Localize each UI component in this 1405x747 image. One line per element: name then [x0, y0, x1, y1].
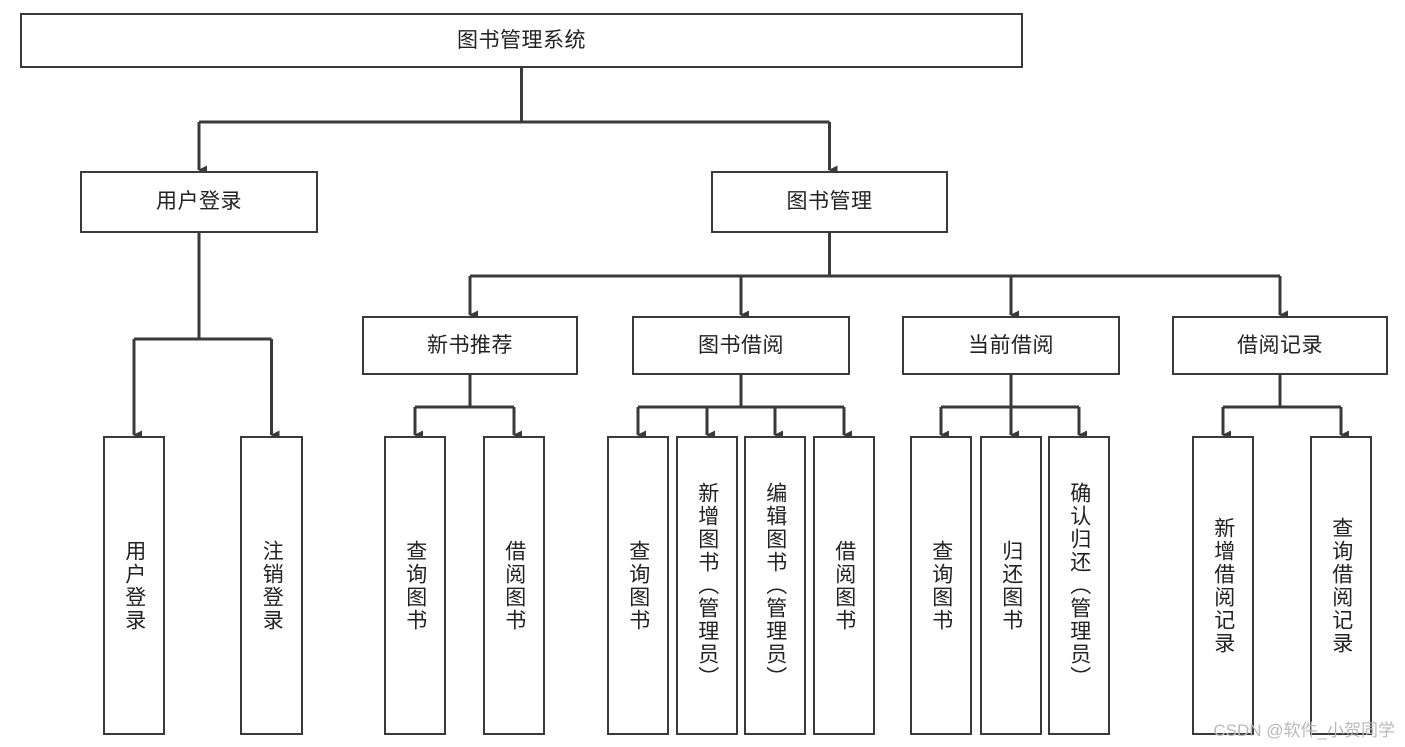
node-leaf-add-book[interactable]: 新增图书（管理员） — [676, 436, 738, 735]
node-leaf-query-book-1[interactable]: 查询图书 — [384, 436, 446, 735]
edge-group — [132, 68, 1349, 440]
node-book-manage[interactable]: 图书管理 — [711, 171, 948, 233]
node-book-borrow[interactable]: 图书借阅 — [632, 316, 850, 375]
node-leaf-user-login[interactable]: 用户登录 — [103, 436, 165, 735]
node-label-root: 图书管理系统 — [457, 28, 586, 52]
node-label-leaf-query-book-2: 查询图书 — [626, 539, 650, 632]
node-label-leaf-borrow-book-2: 借阅图书 — [832, 539, 856, 632]
watermark: CSDN @软件_小贺同学 — [1213, 721, 1395, 740]
node-label-leaf-edit-book: 编辑图书（管理员） — [763, 482, 787, 689]
node-leaf-confirm-return[interactable]: 确认归还（管理员） — [1048, 436, 1110, 735]
node-label-borrow-record: 借阅记录 — [1237, 333, 1323, 357]
node-label-leaf-add-book: 新增图书（管理员） — [695, 482, 719, 689]
node-current-borrow[interactable]: 当前借阅 — [902, 316, 1120, 375]
node-label-book-borrow: 图书借阅 — [698, 333, 784, 357]
node-leaf-return-book[interactable]: 归还图书 — [980, 436, 1042, 735]
node-label-leaf-return-book: 归还图书 — [999, 539, 1023, 632]
node-borrow-record[interactable]: 借阅记录 — [1172, 316, 1388, 375]
node-label-leaf-borrow-book-1: 借阅图书 — [502, 539, 526, 632]
node-leaf-add-record[interactable]: 新增借阅记录 — [1192, 436, 1254, 735]
node-label-leaf-query-record: 查询借阅记录 — [1329, 516, 1353, 655]
node-leaf-query-record[interactable]: 查询借阅记录 — [1310, 436, 1372, 735]
node-label-leaf-user-login: 用户登录 — [122, 539, 146, 632]
node-label-new-book-recommend: 新书推荐 — [427, 333, 513, 357]
node-label-leaf-logout: 注销登录 — [260, 539, 284, 632]
node-label-leaf-add-record: 新增借阅记录 — [1211, 516, 1235, 655]
node-user-login[interactable]: 用户登录 — [80, 171, 318, 233]
node-label-book-manage: 图书管理 — [786, 190, 873, 214]
node-new-book-recommend[interactable]: 新书推荐 — [362, 316, 578, 375]
node-label-leaf-confirm-return: 确认归还（管理员） — [1067, 482, 1091, 689]
node-leaf-borrow-book-1[interactable]: 借阅图书 — [483, 436, 545, 735]
node-root[interactable]: 图书管理系统 — [20, 13, 1023, 68]
node-leaf-query-book-3[interactable]: 查询图书 — [910, 436, 972, 735]
node-label-user-login: 用户登录 — [156, 190, 242, 214]
node-label-leaf-query-book-3: 查询图书 — [929, 539, 953, 632]
node-leaf-logout[interactable]: 注销登录 — [240, 436, 303, 735]
node-label-current-borrow: 当前借阅 — [968, 333, 1054, 357]
node-leaf-query-book-2[interactable]: 查询图书 — [607, 436, 669, 735]
node-leaf-borrow-book-2[interactable]: 借阅图书 — [813, 436, 875, 735]
node-leaf-edit-book[interactable]: 编辑图书（管理员） — [744, 436, 806, 735]
node-label-leaf-query-book-1: 查询图书 — [403, 539, 427, 632]
